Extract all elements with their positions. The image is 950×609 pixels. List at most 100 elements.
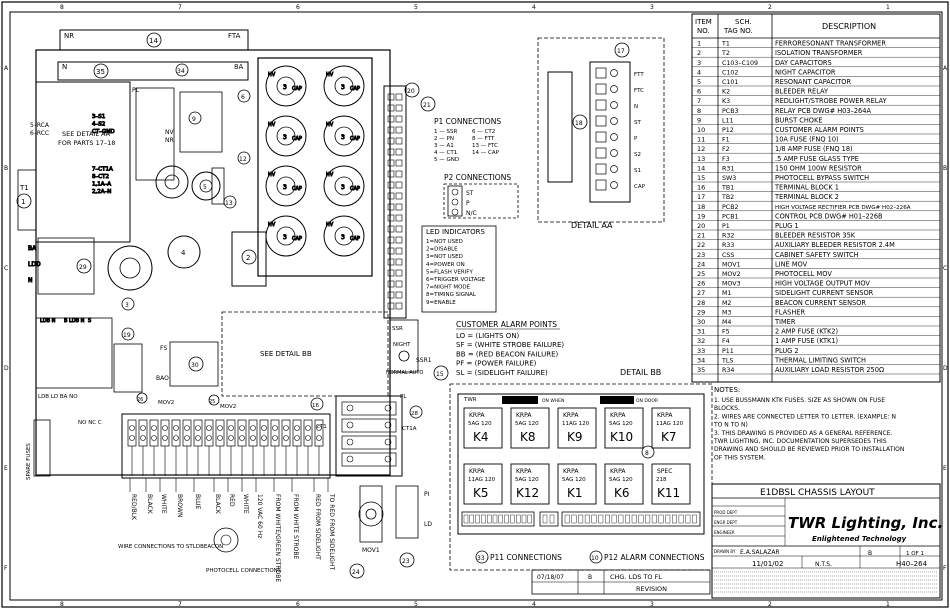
table-cell-desc: PLUG 2 (775, 347, 799, 355)
table-cell-item: 31 (697, 328, 705, 336)
t1-tap: 7–CT1A (92, 167, 113, 173)
ssr1-label: SSR1 (416, 357, 432, 364)
terminal (237, 419, 247, 447)
p11-pin (504, 514, 509, 524)
aa-terminal (595, 83, 607, 95)
drawing-sheet: 1 OF 1 (906, 551, 924, 557)
border-col-bottom-7: 7 (178, 601, 182, 608)
table-cell-tag: R32 (722, 233, 734, 240)
relay-spec: 11AG 120 (562, 421, 590, 427)
cap-hv-label: HV (268, 72, 276, 78)
day-capacitor (265, 65, 307, 107)
table-cell-item: 21 (697, 232, 705, 240)
isolation-transformer (231, 231, 267, 287)
relay-spec: KRPA (657, 412, 673, 419)
no-nc-c: NO NC C (78, 420, 102, 426)
terminal-screw (228, 435, 234, 441)
table-cell-item: 35 (697, 366, 705, 374)
terminal-screw (239, 425, 245, 431)
terminal-screw (261, 425, 267, 431)
capacitor-core (276, 226, 296, 246)
normal-auto-label: NORMAL AUTO (386, 370, 423, 376)
p12-pin (598, 514, 604, 524)
callout-2: 2 (246, 254, 250, 262)
terminal-screw (173, 425, 179, 431)
wire-label: FROM WHITE STROBE (292, 494, 299, 559)
p11-pin (463, 514, 469, 524)
relay-spec: 5AG 120 (562, 477, 586, 483)
pcb-pin (395, 104, 403, 112)
day-capacitor (265, 165, 307, 207)
wire-label: 120 VAC 60 Hz (256, 494, 263, 538)
sensor-screw (346, 404, 354, 412)
t1-label: T1 (19, 184, 29, 192)
pcb-pin (395, 225, 403, 233)
pcb-pin (387, 170, 395, 178)
mov2-label-left: MOV2 (158, 400, 174, 406)
table-cell-item: 6 (697, 88, 701, 96)
table-cell-desc: PLUG 1 (775, 222, 799, 230)
aa-terminal (595, 147, 607, 159)
p12-pin (692, 514, 697, 524)
pcb-pin (387, 192, 395, 200)
table-cell-desc: HIGH VOLTAGE RECTIFIER PCB DWG# H02–226A (775, 205, 911, 211)
drawing-title: E1DBSL CHASSIS LAYOUT (760, 488, 875, 498)
callout-12: 12 (239, 156, 247, 163)
border-row-A: A (4, 65, 9, 72)
cap-hv-label: HV (326, 122, 334, 128)
p11-pin (516, 514, 521, 524)
capacitor-core (334, 76, 354, 96)
table-cell-item: 1 (697, 40, 701, 48)
table-cell-tag: MOV1 (722, 261, 741, 268)
table-cell-tag: T1 (721, 41, 730, 48)
fs-label: FS (160, 345, 167, 352)
terminal-screw (272, 425, 278, 431)
terminal (193, 419, 203, 447)
pcb-pin (395, 159, 403, 167)
relay-name: K9 (567, 430, 583, 444)
pcb-pin (395, 148, 403, 156)
title-block-label: ENGR DEPT (714, 520, 738, 525)
ldb-label: B LDB N (64, 318, 85, 324)
terminal (127, 419, 137, 447)
relay-spec: KRPA (516, 412, 532, 419)
p1-item: 1 — SSR (434, 129, 457, 135)
p12-pin (584, 514, 590, 524)
table-cell-item: 15 (697, 174, 705, 182)
table-cell-desc: FERRORESONANT TRANSFORMER (775, 40, 886, 48)
table-cell-desc: AUXILIARY BLEEDER RESISTOR 2.4M (775, 241, 895, 249)
note-line: TWR LIGHTING, INC. DOCUMENTATION SUPERSE… (713, 438, 887, 445)
relay-pcb-onwhen: ON WHEN (542, 398, 564, 404)
relay-spec: 11AG 120 (656, 421, 684, 427)
pcb-pin (387, 247, 395, 255)
callout-8: 8 (645, 450, 649, 457)
table-cell-tag: C103–C109 (722, 60, 758, 67)
aa-terminal-label: S2 (634, 152, 641, 158)
aa-screw (610, 149, 618, 157)
pcb-pin (387, 236, 395, 244)
p12-pin (549, 514, 555, 524)
relay-spec: 11AG 120 (468, 477, 496, 483)
relay (651, 407, 691, 449)
callout-25: 25 (209, 399, 215, 405)
note-line: 1. USE BUSSMANN KTK FUSES. SIZE AS SHOWN… (714, 397, 885, 404)
table-cell-item: 2 (697, 49, 701, 57)
table-cell-item: 23 (697, 251, 705, 259)
callout-1: 1 (21, 198, 25, 206)
table-cell-item: 9 (697, 116, 701, 124)
relay-spec: KRPA (469, 412, 485, 419)
relay-spec: KRPA (563, 412, 579, 419)
p2-item: P (466, 200, 470, 207)
pcb-pin (387, 159, 395, 167)
aa-terminal-label: FTT (634, 72, 644, 78)
terminal-screw (250, 425, 256, 431)
p12-pin (591, 514, 597, 524)
aa-terminal (595, 131, 607, 143)
table-cell-tag: TLS (721, 357, 733, 364)
callout-3-cap: 3 (283, 84, 287, 91)
cap-hv-label: HV (268, 222, 276, 228)
table-cell-desc: DAY CAPACITORS (775, 59, 832, 67)
border-col-bottom-3: 3 (650, 601, 654, 608)
